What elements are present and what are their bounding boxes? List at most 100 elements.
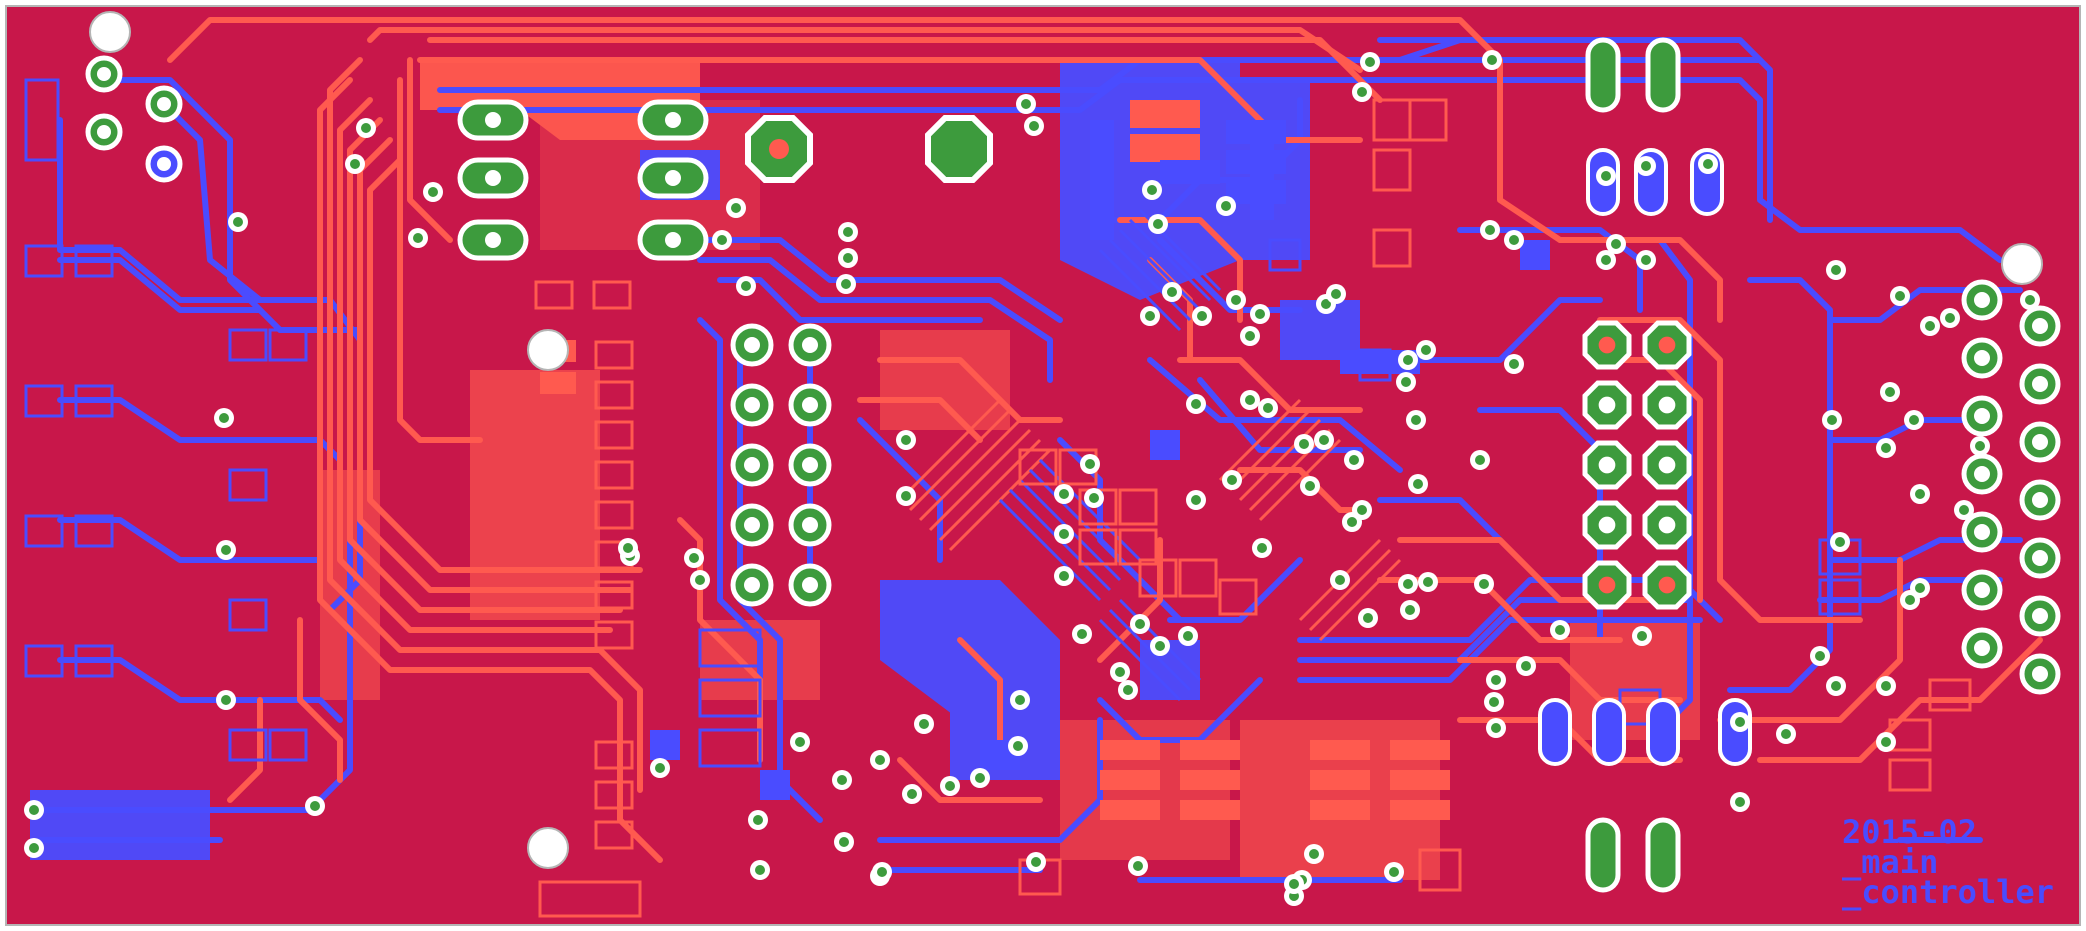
via-drill (1475, 455, 1485, 465)
via-drill (1881, 737, 1891, 747)
via-drill (1491, 723, 1501, 733)
pad-drill (1598, 516, 1616, 534)
via-drill (875, 755, 885, 765)
pad-drill (802, 397, 818, 413)
via-drill (1227, 475, 1237, 485)
via-drill (901, 491, 911, 501)
via-drill (29, 805, 39, 815)
bottom-copper-traces (37, 37, 2023, 883)
via-drill (1135, 619, 1145, 629)
via-drill (1321, 299, 1331, 309)
via-drill (1389, 867, 1399, 877)
via-drill (623, 543, 633, 553)
via-drill (755, 865, 765, 875)
pad-drill (1974, 640, 1990, 656)
via-drill (843, 253, 853, 263)
via-drill (1029, 121, 1039, 131)
oval-pads (457, 99, 709, 261)
via-drill (1881, 443, 1891, 453)
via-drill (1085, 459, 1095, 469)
via-drill (1031, 857, 1041, 867)
pad-drill (802, 517, 818, 533)
pad-drill (1974, 350, 1990, 366)
pad-drill (1658, 336, 1676, 354)
pad-drill (2032, 376, 2048, 392)
via-drill (1487, 55, 1497, 65)
via-drill (1509, 359, 1519, 369)
pad-drill (2032, 608, 2048, 624)
via-drill (1133, 861, 1143, 871)
via-drill (1331, 289, 1341, 299)
via-drill (837, 775, 847, 785)
via-drill (1491, 675, 1501, 685)
via-drill (1735, 717, 1745, 727)
mounting-holes (89, 11, 2043, 869)
via-drill (1831, 265, 1841, 275)
pad-drill (97, 125, 111, 139)
pad-drill (157, 97, 171, 111)
via-drill (1147, 185, 1157, 195)
via-drill (1191, 399, 1201, 409)
pad-drill (1658, 396, 1676, 414)
via-drill (1245, 331, 1255, 341)
pad-drill (744, 517, 760, 533)
via-drill (1641, 161, 1651, 171)
pad-drill (802, 337, 818, 353)
via-drill (310, 801, 320, 811)
via-drill (1363, 613, 1373, 623)
smd-pads (24, 78, 1972, 918)
via-drill (1231, 295, 1241, 305)
via-drill (717, 235, 727, 245)
via-drill (1637, 631, 1647, 641)
pad-drill (2032, 318, 2048, 334)
via-drill (29, 843, 39, 853)
silkscreen-label: 2015-02 _main _controller (1842, 813, 2054, 911)
via-drill (1349, 455, 1359, 465)
via-drill (655, 763, 665, 773)
mounting-hole (527, 329, 569, 371)
via-drill (1123, 685, 1133, 695)
via-drill (361, 123, 371, 133)
via-drill (1263, 403, 1273, 413)
via-drill (1485, 225, 1495, 235)
via-drill (1365, 57, 1375, 67)
via-drill (1489, 697, 1499, 707)
via-drill (839, 837, 849, 847)
pad-drill (1658, 456, 1676, 474)
via-drill (907, 789, 917, 799)
mounting-hole (2001, 243, 2043, 285)
pad-drill (1974, 524, 1990, 540)
via-drill (1909, 415, 1919, 425)
via-drill (1735, 797, 1745, 807)
vias (24, 50, 2040, 906)
via-drill (1915, 489, 1925, 499)
via-drill (1021, 99, 1031, 109)
via-drill (233, 217, 243, 227)
via-drill (1403, 355, 1413, 365)
via-drill (901, 435, 911, 445)
via-drill (1289, 879, 1299, 889)
silk-line-controller: _controller (1842, 873, 2054, 911)
via-drill (1357, 505, 1367, 515)
top-copper-traces (167, 17, 2043, 863)
pad-drill (2032, 492, 2048, 508)
via-drill (1521, 661, 1531, 671)
via-drill (1975, 441, 1985, 451)
silk-date: 2015-02 (1842, 813, 1977, 851)
via-drill (877, 867, 887, 877)
via-drill (1015, 695, 1025, 705)
via-drill (1183, 631, 1193, 641)
pad-drill (744, 337, 760, 353)
via-drill (1827, 415, 1837, 425)
pad-drill (2032, 550, 2048, 566)
pad-drill (1658, 576, 1676, 594)
via-drill (1153, 219, 1163, 229)
via-drill (1405, 605, 1415, 615)
via-drill (1421, 345, 1431, 355)
pad-drill (802, 457, 818, 473)
via-drill (1089, 493, 1099, 503)
via-drill (1781, 729, 1791, 739)
via-drill (1059, 571, 1069, 581)
pad-drill (1658, 516, 1676, 534)
